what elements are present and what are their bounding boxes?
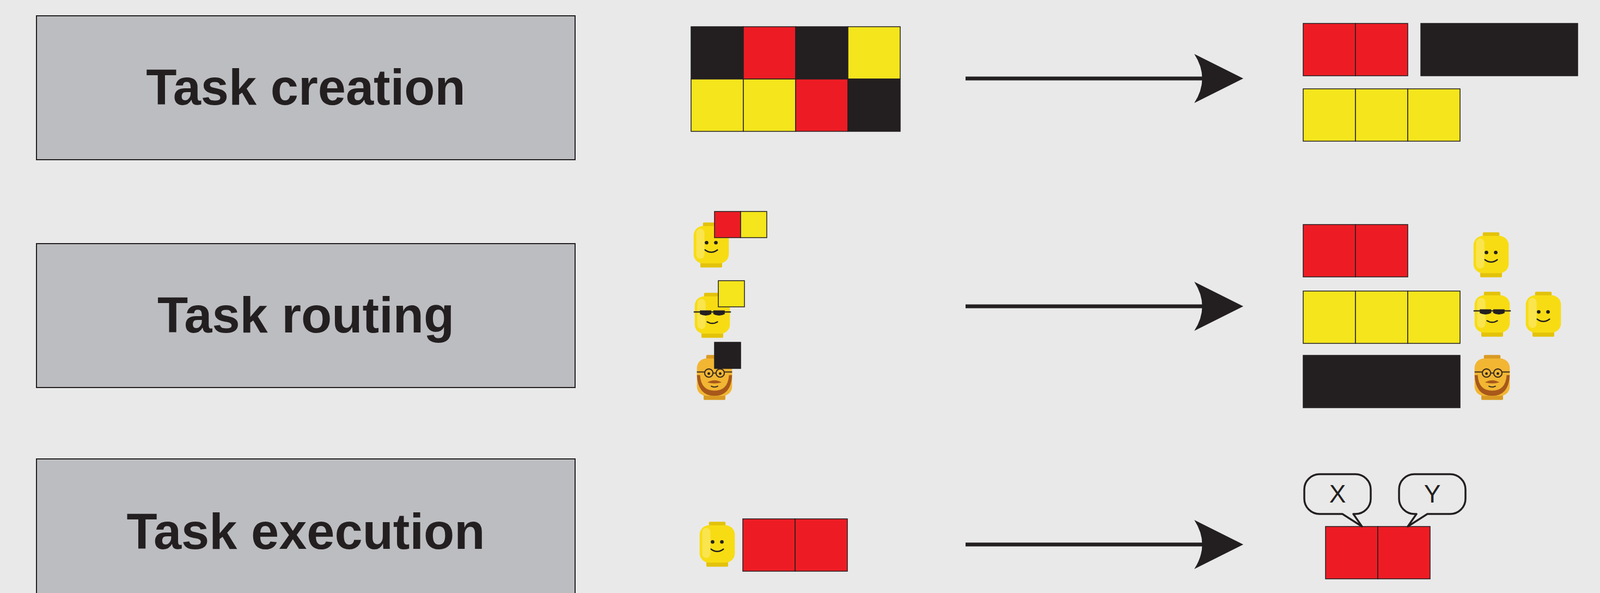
task-cell [1355,23,1408,76]
task-cell [1377,526,1431,579]
stage-label: Task creation [145,59,466,115]
task-cell [795,78,848,132]
skill-cell [714,342,741,369]
task-cell [1355,88,1408,142]
task-cell [691,26,744,79]
speech-bubble: X [1303,472,1372,528]
routed-workers [1473,231,1562,400]
task-grid [691,26,901,132]
worker-skills [714,211,767,369]
task-cell [1303,88,1356,142]
task-cell [847,26,901,79]
bubble-shape [1399,473,1466,527]
arrow-head [1194,519,1244,569]
arrow-line [965,76,1212,81]
task-cell [1303,224,1356,277]
worker-head [1473,231,1510,278]
arrow-head [1194,53,1244,103]
worker-head [1474,354,1511,400]
worker-head [1473,291,1511,337]
task-bar [1420,23,1578,76]
task-cell [743,78,796,132]
speech-text: Y [1424,480,1441,506]
task-bar [1303,355,1461,408]
stage-box: Task creation [35,15,576,161]
task-cell [1407,88,1461,142]
task-cell [1355,290,1408,344]
task-cell [847,78,901,132]
task-cell [795,518,848,571]
arrow-line [965,542,1212,547]
task-cell [1303,290,1356,344]
grouped-tasks [1303,23,1578,142]
task-cell [691,78,744,132]
task-cell [1407,290,1461,344]
task-cell [1355,224,1408,277]
task-cell [795,26,848,79]
speech-text: X [1329,480,1347,506]
skill-cell [718,280,745,307]
stage-label: Task routing [157,287,455,343]
execution [699,518,1431,579]
workers [693,222,733,400]
worker-head [1525,291,1562,337]
task-cell [742,518,796,571]
arrow-line [965,304,1212,309]
skill-cell [740,211,767,238]
process-arrows [965,53,1244,569]
task-cell [743,26,796,79]
worker-head [699,521,736,567]
task-cell [1325,526,1378,579]
stage-label: Task execution [126,503,486,559]
bubble-shape [1304,473,1371,527]
stage-box: Task execution [35,457,576,593]
arrow-head [1194,281,1244,331]
stage-box: Task routing [35,242,576,388]
skill-cell [714,211,741,238]
task-cell [1303,23,1356,76]
speech-bubble: Y [1397,472,1467,528]
routed-tasks [1303,224,1461,408]
